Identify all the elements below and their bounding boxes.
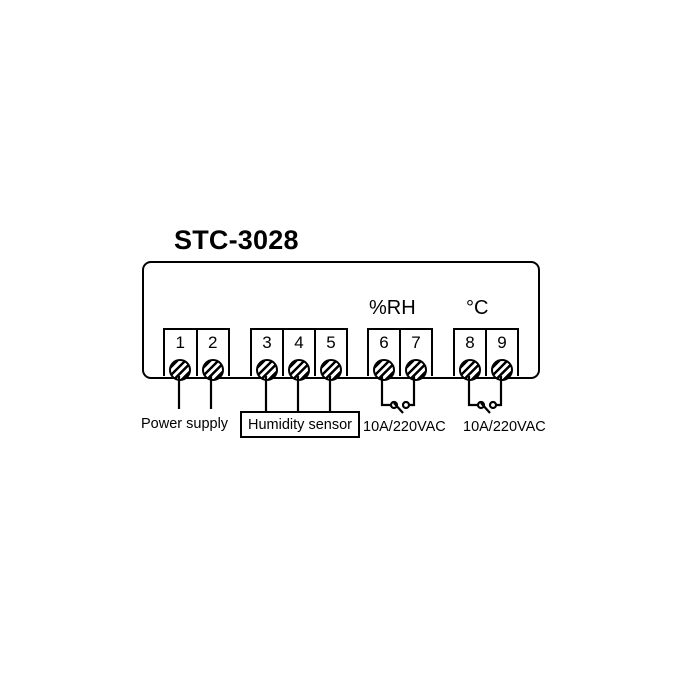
terminal-block-temperature-relay: 8 9 — [453, 328, 519, 381]
power-supply-label: Power supply — [141, 416, 229, 432]
humidity-sensor-label: Humidity sensor — [248, 416, 352, 433]
terminal-6: 6 — [369, 330, 399, 381]
terminal-number: 5 — [326, 333, 336, 352]
terminal-number: 8 — [465, 333, 475, 352]
screw-terminal-icon — [169, 359, 192, 381]
model-title: STC-3028 — [174, 225, 299, 255]
terminal-5: 5 — [314, 330, 346, 381]
terminal-number: 3 — [262, 333, 272, 352]
terminal-block-sensor: 3 4 5 — [250, 328, 348, 381]
humidity-sensor-box: Humidity sensor — [240, 411, 360, 438]
temperature-relay-label: °C — [466, 297, 489, 319]
terminal-number: 1 — [175, 333, 185, 352]
terminal-7: 7 — [399, 330, 431, 381]
terminal-number: 4 — [294, 333, 304, 352]
relay-switch-icon — [380, 376, 416, 414]
terminal-number: 6 — [379, 333, 389, 352]
terminal-number: 9 — [497, 333, 507, 352]
humidity-relay-label: %RH — [369, 297, 416, 319]
terminal-block-power: 1 2 — [163, 328, 230, 381]
screw-terminal-icon — [373, 359, 395, 381]
controller-body — [142, 261, 540, 379]
screw-terminal-icon — [201, 359, 224, 381]
humidity-relay-rating: 10A/220VAC — [363, 419, 446, 435]
terminal-number: 2 — [208, 333, 218, 352]
terminal-1: 1 — [165, 330, 196, 381]
relay-switch-icon — [467, 376, 503, 414]
terminal-2: 2 — [195, 330, 229, 381]
terminal-4: 4 — [282, 330, 314, 381]
terminal-block-humidity-relay: 6 7 — [367, 328, 433, 381]
terminal-number: 7 — [411, 333, 421, 352]
screw-terminal-icon — [405, 359, 427, 381]
temperature-relay-rating: 10A/220VAC — [463, 419, 546, 435]
